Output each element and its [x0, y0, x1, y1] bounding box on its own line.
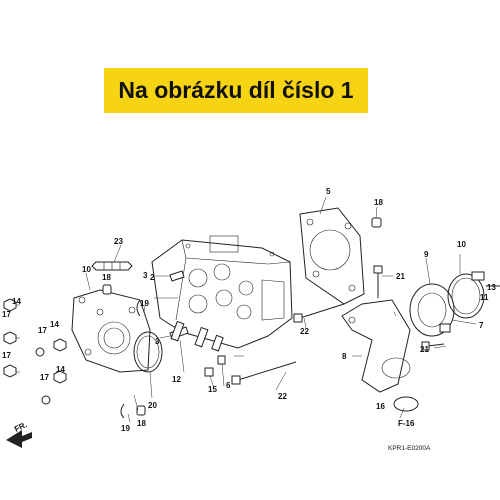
- callout: 14: [12, 297, 21, 306]
- long-bolts: [231, 303, 345, 385]
- callout: 12: [172, 375, 181, 384]
- callout: 3: [155, 337, 160, 346]
- leader-lines: [16, 196, 477, 423]
- callout: 23: [114, 237, 123, 246]
- callout: 11: [480, 293, 489, 302]
- callout: 22: [278, 392, 287, 401]
- callout: 21: [420, 345, 429, 354]
- carburetor-insulator: [409, 283, 455, 337]
- callout: 5: [326, 187, 331, 196]
- callout: 15: [208, 385, 217, 394]
- small-bolts: [373, 265, 445, 351]
- cylinder-head: [151, 235, 293, 349]
- callout: 17: [40, 373, 49, 382]
- valve-adjusters: [170, 320, 226, 377]
- part-number-banner: Na obrázku díl číslo 1: [104, 68, 368, 113]
- callout: 19: [121, 424, 130, 433]
- intake-manifold: [341, 299, 411, 393]
- callout: 14: [50, 320, 59, 329]
- banner-text: Na obrázku díl číslo 1: [118, 77, 354, 103]
- callout: 20: [148, 401, 157, 410]
- callout: 9: [424, 250, 429, 259]
- callout: 18: [374, 198, 383, 207]
- callout: 16: [376, 402, 385, 411]
- head-side-cover: [71, 289, 151, 373]
- clamp-band: [447, 271, 485, 319]
- callout: 14: [56, 365, 65, 374]
- callout: 17: [2, 351, 11, 360]
- callout: 3: [143, 271, 148, 280]
- pipe-clips: [120, 299, 141, 419]
- callout: 19: [140, 299, 149, 308]
- callout: 17: [38, 326, 47, 335]
- callout: 13: [487, 283, 496, 292]
- dowel-pins: [102, 217, 382, 416]
- fr-label: FR.: [13, 420, 28, 434]
- callout: 22: [300, 327, 309, 336]
- o-ring: [133, 331, 163, 373]
- forward-direction-arrow: FR.: [6, 420, 32, 448]
- callout: 2: [150, 273, 155, 282]
- callout: 21: [396, 272, 405, 281]
- callout: 18: [102, 273, 111, 282]
- callout: 10: [457, 240, 466, 249]
- drawing-code: KPR1-E0200A: [388, 445, 431, 452]
- spark-plug: [91, 261, 133, 271]
- figure-reference-leader: [399, 407, 405, 419]
- callout: 8: [342, 352, 347, 361]
- figure-reference: F-16: [398, 419, 415, 428]
- callout: 17: [2, 310, 11, 319]
- small-gaskets: [393, 323, 451, 412]
- callout-numbers: 2 3 3 10 5 6 7 8 9 10 11 12 13 14 14 14 …: [2, 187, 496, 433]
- callout: 7: [479, 321, 484, 330]
- cylinder-head-gasket: [299, 207, 365, 305]
- callout: 10: [82, 265, 91, 274]
- callout: 6: [226, 381, 231, 390]
- callout: 18: [137, 419, 146, 428]
- nuts-washers: [3, 298, 67, 405]
